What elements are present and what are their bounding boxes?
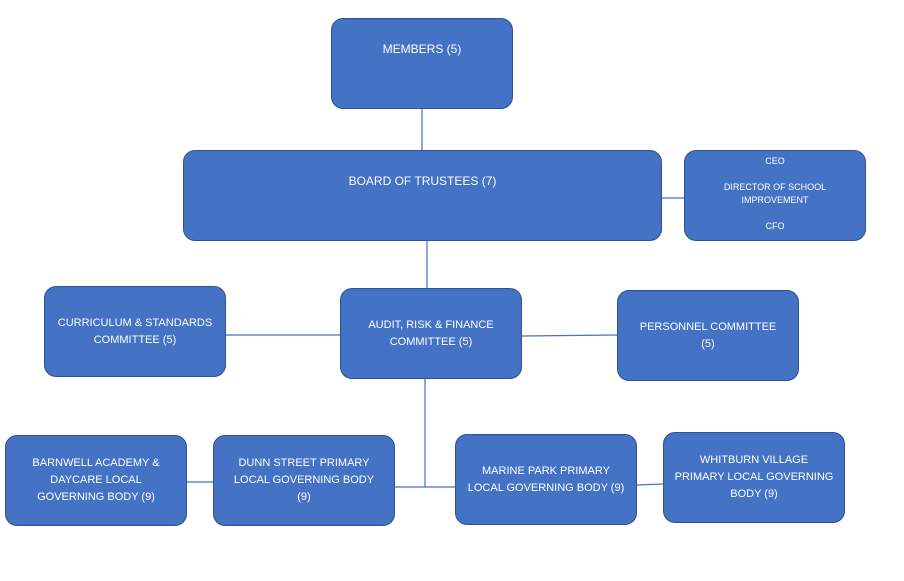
- executive-roles-box: CEO DIRECTOR OF SCHOOL IMPROVEMENT CFO: [684, 150, 866, 241]
- dunn-street-governing-body-label: DUNN STREET PRIMARY LOCAL GOVERNING BODY…: [233, 457, 375, 503]
- marine-park-governing-body-box: MARINE PARK PRIMARY LOCAL GOVERNING BODY…: [455, 434, 637, 525]
- marine-park-governing-body-label: MARINE PARK PRIMARY LOCAL GOVERNING BODY…: [467, 464, 625, 494]
- audit-risk-finance-committee-label: AUDIT, RISK & FINANCE COMMITTEE (5): [368, 318, 494, 348]
- cfo-label: CFO: [765, 221, 785, 231]
- whitburn-village-governing-body-label: WHITBURN VILLAGE PRIMARY LOCAL GOVERNING…: [674, 454, 834, 500]
- members-box: MEMBERS (5): [331, 18, 513, 109]
- board-of-trustees-label: BOARD OF TRUSTEES (7): [348, 174, 497, 188]
- whitburn-village-governing-body-box: WHITBURN VILLAGE PRIMARY LOCAL GOVERNING…: [663, 432, 845, 523]
- curriculum-standards-committee-box: CURRICULUM & STANDARDS COMMITTEE (5): [44, 286, 226, 377]
- board-of-trustees-box: BOARD OF TRUSTEES (7): [183, 150, 662, 241]
- connector-marine-whitburn: [636, 483, 664, 486]
- barnwell-governing-body-box: BARNWELL ACADEMY & DAYCARE LOCAL GOVERNI…: [5, 435, 187, 526]
- personnel-committee-box: PERSONNEL COMMITTEE (5): [617, 290, 799, 381]
- barnwell-governing-body-label: BARNWELL ACADEMY & DAYCARE LOCAL GOVERNI…: [32, 457, 160, 503]
- audit-risk-finance-committee-box: AUDIT, RISK & FINANCE COMMITTEE (5): [340, 288, 522, 379]
- members-label: MEMBERS (5): [382, 42, 462, 56]
- personnel-committee-label: PERSONNEL COMMITTEE (5): [639, 320, 777, 350]
- director-school-improvement-label: DIRECTOR OF SCHOOL IMPROVEMENT: [723, 182, 827, 205]
- ceo-label: CEO: [765, 156, 785, 166]
- connector-audit-personnel: [521, 334, 618, 337]
- dunn-street-governing-body-box: DUNN STREET PRIMARY LOCAL GOVERNING BODY…: [213, 435, 395, 526]
- curriculum-standards-committee-label: CURRICULUM & STANDARDS COMMITTEE (5): [57, 316, 213, 346]
